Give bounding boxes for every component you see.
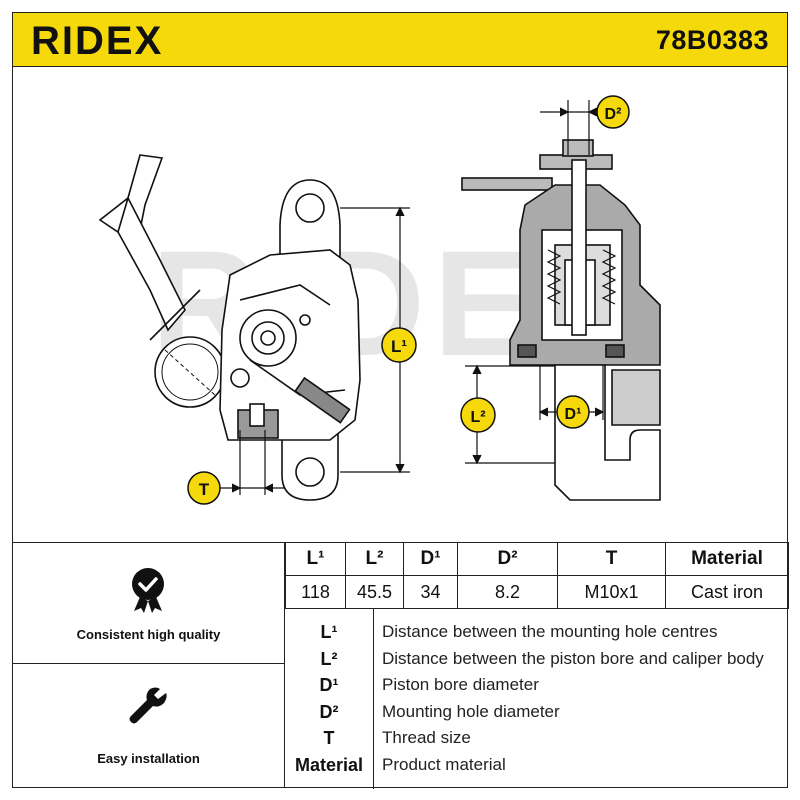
header-bar: RIDEX 78B0383: [12, 12, 788, 67]
legend-row: L² Distance between the piston bore and …: [285, 646, 788, 672]
legend-row: D¹ Piston bore diameter: [285, 672, 788, 698]
value-cell: M10x1: [557, 575, 666, 609]
feature-label-installation: Easy installation: [97, 751, 200, 766]
brand-text: RIDEX: [31, 21, 163, 59]
header-cell: D¹: [403, 542, 458, 576]
legend-key: D¹: [319, 675, 339, 695]
features-panel: Consistent high quality Easy installatio…: [12, 542, 285, 788]
d1-marker: D¹: [556, 395, 590, 429]
dimension-d2: [540, 100, 600, 155]
legend-value: Distance between the piston bore and cal…: [382, 649, 764, 668]
specs-value-row: 118 45.5 34 8.2 M10x1 Cast iron: [285, 575, 789, 609]
legend-key: L²: [320, 649, 338, 669]
dimension-t: [220, 430, 285, 495]
feature-quality: Consistent high quality: [12, 543, 285, 664]
legend-value: Thread size: [382, 728, 471, 747]
feature-installation: Easy installation: [12, 665, 285, 789]
header-cell: D²: [457, 542, 558, 576]
l2-marker: L²: [460, 397, 496, 433]
legend-row: Material Product material: [285, 752, 788, 778]
caliper-side-view: [98, 154, 361, 501]
svg-text:L¹: L¹: [391, 337, 407, 356]
value-cell: 118: [285, 575, 346, 609]
legend-key: D²: [319, 702, 339, 722]
quality-badge-icon: [132, 568, 164, 613]
svg-text:L²: L²: [470, 409, 485, 426]
value-cell: 34: [403, 575, 458, 609]
feature-label-quality: Consistent high quality: [76, 627, 221, 642]
legend-key: T: [323, 728, 335, 748]
dimension-d1: [538, 365, 605, 420]
value-cell: 8.2: [457, 575, 558, 609]
part-number: 78B0383: [655, 25, 769, 55]
legend-divider: [373, 609, 374, 789]
caliper-cross-section: [461, 139, 661, 501]
sheet-frame: [12, 67, 788, 788]
specs-table: L¹ L² D¹ D² T Material 118 45.5 34 8.2 M…: [285, 542, 789, 609]
legend-value: Piston bore diameter: [382, 675, 539, 694]
dimension-legend: L¹ Distance between the mounting hole ce…: [285, 608, 788, 789]
svg-text:D¹: D¹: [565, 406, 582, 423]
wrench-icon: [129, 687, 167, 724]
svg-text:T: T: [199, 480, 210, 499]
specs-header-row: L¹ L² D¹ D² T Material: [285, 542, 789, 576]
legend-key: Material: [294, 755, 364, 775]
legend-row: T Thread size: [285, 725, 788, 751]
t-marker: T: [187, 471, 221, 505]
legend-value: Product material: [382, 755, 506, 774]
ridex-logo: RIDEX: [31, 21, 163, 59]
legend-key: L¹: [320, 622, 338, 642]
d2-marker: D²: [596, 95, 630, 129]
l1-marker: L¹: [381, 327, 417, 363]
legend-value: Mounting hole diameter: [382, 702, 560, 721]
legend-value: Distance between the mounting hole centr…: [382, 622, 718, 641]
value-cell: 45.5: [345, 575, 404, 609]
header-cell: L¹: [285, 542, 346, 576]
header-cell: L²: [345, 542, 404, 576]
legend-row: L¹ Distance between the mounting hole ce…: [285, 619, 788, 645]
legend-row: D² Mounting hole diameter: [285, 699, 788, 725]
technical-drawing: RIDEX: [98, 95, 661, 505]
header-cell: Material: [665, 542, 789, 576]
svg-text:D²: D²: [605, 106, 622, 123]
value-cell: Cast iron: [665, 575, 789, 609]
header-cell: T: [557, 542, 666, 576]
